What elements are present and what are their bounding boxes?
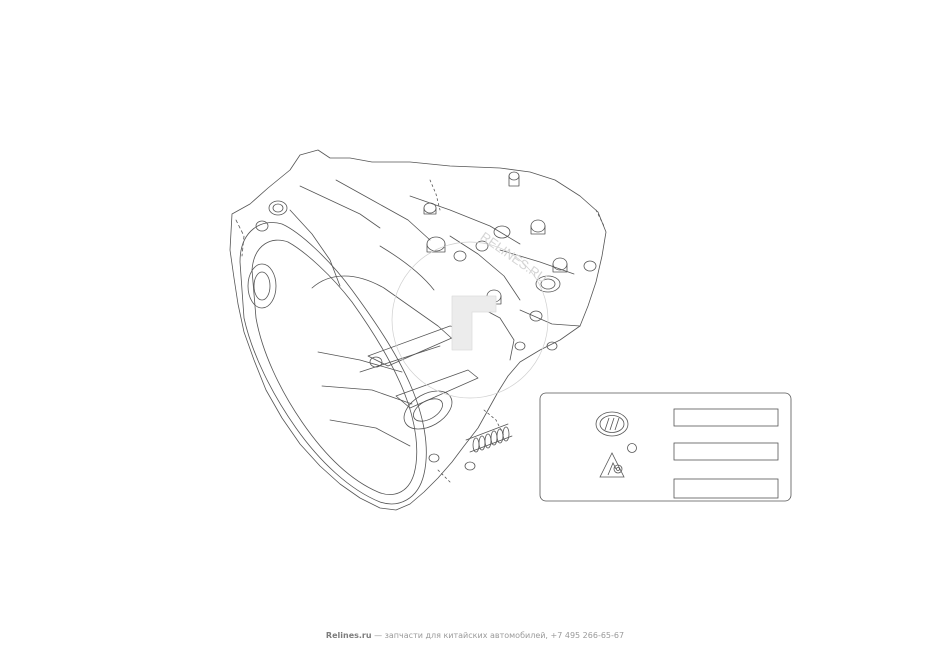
shift-spring: [465, 423, 513, 453]
bolt: [428, 453, 440, 463]
watermark: [391, 241, 549, 399]
bolt: [535, 275, 561, 293]
bolt: [475, 240, 489, 252]
bolt: [464, 461, 476, 471]
footer-text: — запчасти для китайских автомобилей, +7…: [371, 631, 625, 640]
bolt: [426, 236, 446, 253]
bolt: [493, 225, 511, 239]
bolt: [583, 260, 597, 272]
watermark-text: RELINES.RU: [478, 229, 551, 286]
label-field-1: [673, 408, 779, 427]
bolt: [423, 202, 437, 215]
bolt: [268, 200, 288, 216]
bolt: [552, 257, 568, 273]
bolt: [508, 171, 520, 187]
bolt: [453, 250, 467, 262]
bolt: [514, 341, 526, 351]
o-ring-icon: [627, 443, 637, 453]
gearbox-housing: [229, 149, 607, 511]
bolt: [255, 220, 269, 232]
label-field-2: [673, 442, 779, 461]
label-field-3: [673, 478, 779, 499]
bolt: [546, 341, 558, 351]
bolt: [530, 219, 546, 235]
bolt: [529, 310, 543, 322]
bolt: [369, 356, 383, 368]
lifan-logo-icon: [595, 411, 629, 437]
warning-triangle-icon: [599, 452, 625, 478]
footer: Relines.ru — запчасти для китайских авто…: [0, 631, 950, 640]
footer-site-link[interactable]: Relines.ru: [325, 631, 372, 640]
label-plate: [539, 392, 792, 502]
